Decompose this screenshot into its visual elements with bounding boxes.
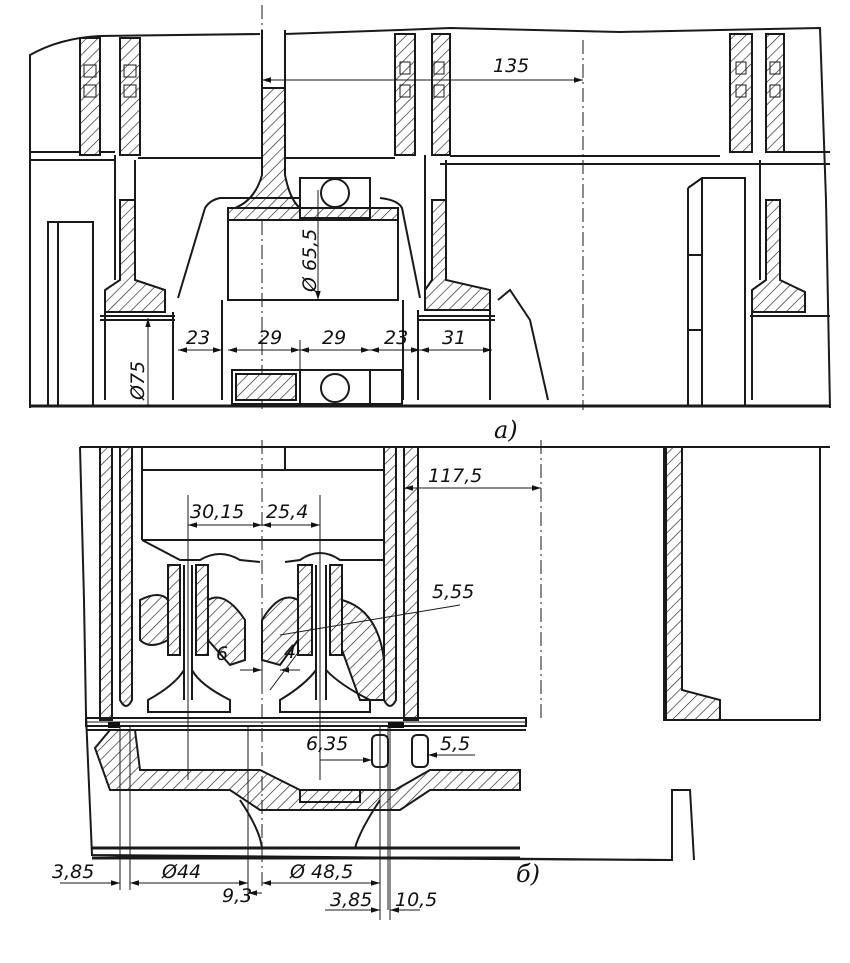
view-b <box>60 440 830 920</box>
dim-31: 31 <box>442 327 466 349</box>
stud-right <box>411 734 429 768</box>
dim-diam-48-5: Ø 48,5 <box>289 861 353 883</box>
dim-9-3: 9,3 <box>222 885 252 907</box>
connecting-rod <box>234 87 303 209</box>
view-a-label: a) <box>494 416 518 444</box>
view-a-outline <box>29 26 831 409</box>
view-a <box>29 5 831 410</box>
dim-diam-75: Ø75 <box>127 361 149 401</box>
left-valve-head <box>147 669 231 713</box>
dim-10-5: 10,5 <box>395 889 437 911</box>
dim-3-85-right: 3,85 <box>330 889 372 911</box>
left-liner <box>99 446 113 721</box>
dim-diam-44: Ø44 <box>161 861 201 883</box>
right-liner <box>383 446 397 707</box>
middle-valve-seat <box>424 199 491 311</box>
bolt-bottom <box>320 373 350 403</box>
view-b-label: б) <box>516 860 540 888</box>
dim-4: 4 <box>284 641 296 663</box>
block-deck <box>93 729 521 811</box>
dim-23-left: 23 <box>186 327 210 349</box>
dim-135: 135 <box>493 55 529 77</box>
dim-5-55: 5,55 <box>432 581 474 603</box>
dim-5-5: 5,5 <box>440 733 470 755</box>
dim-117-5: 117,5 <box>428 465 482 487</box>
dim-29-left: 29 <box>258 327 282 349</box>
bolt-top <box>320 178 350 208</box>
dim-6-35: 6,35 <box>306 733 348 755</box>
dim-6: 6 <box>216 643 228 665</box>
dim-30-15: 30,15 <box>190 501 244 523</box>
dim-3-85-left: 3,85 <box>52 861 94 883</box>
dim-25-4: 25,4 <box>266 501 308 523</box>
dim-29-right: 29 <box>322 327 346 349</box>
left-valve-seat <box>104 199 166 313</box>
right-valve-seat <box>751 199 806 313</box>
dim-23-right: 23 <box>384 327 408 349</box>
right-valve-head <box>279 669 371 713</box>
dim-diam-65-5: Ø 65,5 <box>299 229 321 293</box>
